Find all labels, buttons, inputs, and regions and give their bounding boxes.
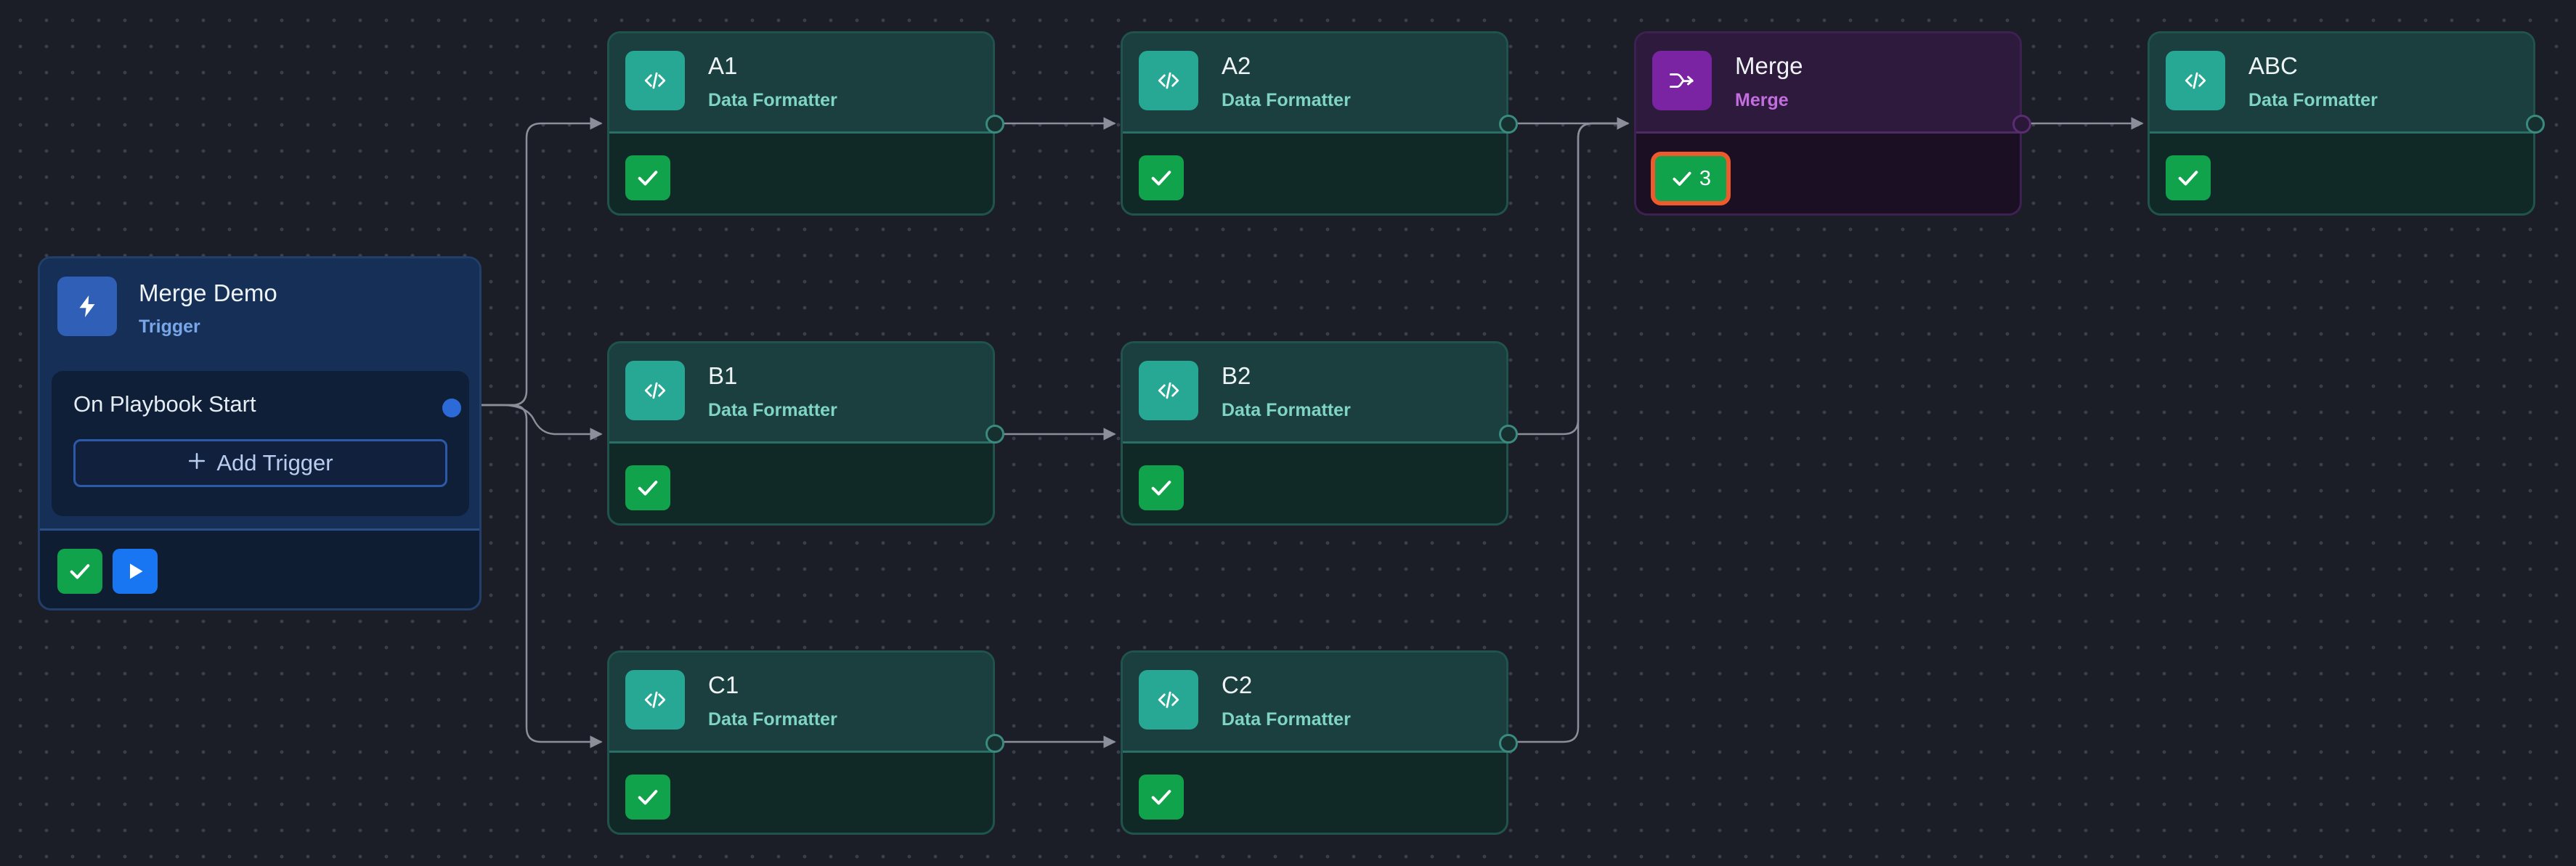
node-title: ABC [2248,52,2298,79]
node-b1[interactable]: B1 Data Formatter [607,341,1004,526]
node-title: Merge [1735,52,1803,79]
output-handle[interactable] [1499,115,1518,134]
check-icon [1151,790,1171,805]
node-a1[interactable]: A1 Data Formatter [607,31,1004,216]
check-icon [1151,481,1171,496]
node-header: Merge Merge [1636,33,2020,134]
node-c2[interactable]: C2 Data Formatter [1121,650,1518,835]
trigger-panel: On Playbook Start Add Trigger [52,371,469,516]
code-icon [1139,51,1198,110]
output-handle[interactable] [1499,425,1518,444]
node-title: A2 [1222,52,1251,79]
status-success-badge [2166,155,2211,200]
merge-status-count: 3 [1699,166,1712,190]
status-success-badge [625,775,670,820]
play-icon [130,563,143,579]
edge-b2-merge [1513,122,1628,436]
status-success-badge [1139,155,1184,200]
node-title: A1 [708,52,738,79]
node-subtitle: Merge [1735,90,1789,110]
status-success-badge [625,155,670,200]
trigger-label: On Playbook Start [73,391,256,417]
output-handle[interactable] [986,115,1004,134]
status-success-badge [1139,775,1184,820]
node-merge[interactable]: Merge Merge 3 [1634,31,2031,216]
edge-trigger-c1 [446,404,603,748]
output-handle[interactable] [2526,115,2545,134]
edge-c2-merge [1513,122,1628,743]
lightning-icon [57,277,117,336]
node-subtitle: Data Formatter [2248,90,2378,110]
trigger-node-header: Merge Demo Trigger On Playbook Start Add… [40,258,479,531]
node-subtitle: Data Formatter [708,709,837,730]
trigger-node-subtitle: Trigger [139,316,200,337]
trigger-output-handle[interactable] [442,399,461,417]
run-button[interactable] [113,549,158,594]
status-success-badge [625,465,670,510]
node-abc[interactable]: ABC Data Formatter [2148,31,2545,216]
output-handle[interactable] [986,734,1004,753]
code-icon [1139,670,1198,730]
node-header: C1 Data Formatter [609,653,993,753]
check-icon [70,564,90,579]
node-c1[interactable]: C1 Data Formatter [607,650,1004,835]
code-icon [2166,51,2225,110]
check-icon [638,481,658,496]
node-subtitle: Data Formatter [1222,90,1351,110]
status-success-badge [1139,465,1184,510]
add-trigger-button[interactable]: Add Trigger [73,439,447,487]
node-b2[interactable]: B2 Data Formatter [1121,341,1518,526]
check-icon [638,171,658,186]
node-title: B2 [1222,362,1251,389]
node-title: C2 [1222,671,1253,698]
node-header: A2 Data Formatter [1123,33,1506,134]
merge-status-badge[interactable]: 3 [1651,152,1731,205]
merge-icon [1652,51,1712,110]
check-icon [638,790,658,805]
output-handle[interactable] [2012,115,2031,134]
node-title: C1 [708,671,739,698]
status-success-badge [57,549,102,594]
code-icon [1139,361,1198,420]
node-title: B1 [708,362,738,389]
check-icon [1673,171,1691,186]
node-a2[interactable]: A2 Data Formatter [1121,31,1518,216]
node-header: B1 Data Formatter [609,343,993,444]
output-handle[interactable] [1499,734,1518,753]
edge-trigger-a1 [446,117,603,407]
node-header: C2 Data Formatter [1123,653,1506,753]
node-header: ABC Data Formatter [2150,33,2533,134]
node-subtitle: Data Formatter [1222,400,1351,420]
code-icon [625,51,685,110]
trigger-node[interactable]: Merge Demo Trigger On Playbook Start Add… [38,256,482,610]
check-icon [1151,171,1171,186]
node-subtitle: Data Formatter [1222,709,1351,730]
check-icon [2178,171,2198,186]
code-icon [625,361,685,420]
add-trigger-label: Add Trigger [216,450,333,475]
node-subtitle: Data Formatter [708,400,837,420]
trigger-node-title: Merge Demo [139,279,277,306]
code-icon [625,670,685,730]
plus-icon [187,450,206,476]
node-header: A1 Data Formatter [609,33,993,134]
output-handle[interactable] [986,425,1004,444]
node-subtitle: Data Formatter [708,90,837,110]
node-header: B2 Data Formatter [1123,343,1506,444]
